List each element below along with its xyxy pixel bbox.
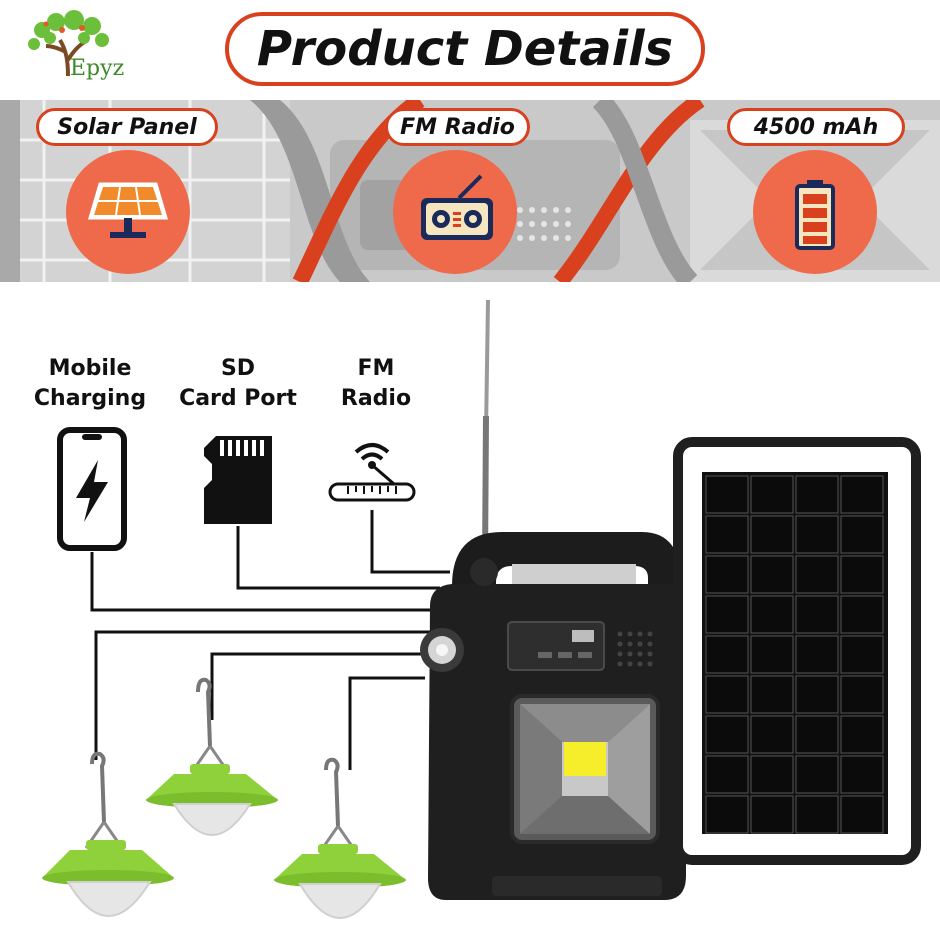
solar-panel-icon [87, 182, 169, 238]
hanging-lamp-right [274, 757, 406, 919]
solar-cell [750, 715, 794, 754]
smartphone-charging-icon [57, 427, 127, 551]
solar-cell [705, 595, 749, 634]
banner-pill-fm-radio: FM Radio [385, 108, 530, 146]
solar-cell [795, 675, 839, 714]
feature-label-line: Card Port [179, 386, 297, 411]
solar-cell [840, 595, 884, 634]
solar-cell [840, 675, 884, 714]
solar-cell [795, 795, 839, 834]
solar-cell [705, 635, 749, 674]
solar-cell [750, 635, 794, 674]
solar-cell [795, 755, 839, 794]
banner-pill-solar-panel: Solar Panel [36, 108, 218, 146]
solar-cell [705, 515, 749, 554]
feature-label-line: Charging [33, 386, 147, 411]
solar-cell [840, 755, 884, 794]
radio-icon [421, 174, 493, 240]
solar-cell [795, 635, 839, 674]
solar-cell [750, 795, 794, 834]
solar-cell [795, 555, 839, 594]
solar-cell [705, 555, 749, 594]
solar-panel-device [673, 437, 921, 865]
solar-cell [750, 595, 794, 634]
solar-cell [705, 795, 749, 834]
brand-name: Epyz [70, 56, 125, 81]
feature-label-line: Mobile [48, 356, 132, 381]
solar-cell [840, 795, 884, 834]
page-title: Product Details [256, 21, 674, 77]
solar-cell [795, 595, 839, 634]
fm-antenna-icon [328, 443, 416, 502]
battery-icon [795, 180, 835, 250]
solar-cell [795, 475, 839, 514]
feature-label-line: FM [357, 356, 395, 381]
feature-label-line: SD [220, 356, 256, 381]
banner-pill-battery: 4500 mAh [727, 108, 905, 146]
solar-cell [705, 675, 749, 714]
solar-cell [750, 675, 794, 714]
feature-label-fm-radio: FM Radio [316, 354, 436, 414]
solar-cell [840, 715, 884, 754]
feature-label-sd-card-port: SD Card Port [168, 354, 308, 414]
solar-cell [750, 755, 794, 794]
solar-cell [750, 515, 794, 554]
solar-cell [705, 715, 749, 754]
sd-card-icon [204, 436, 272, 524]
solar-cell [840, 475, 884, 514]
hanging-lamp-left [42, 751, 174, 917]
solar-cell [750, 555, 794, 594]
tree-logo-icon [28, 10, 109, 77]
power-unit-device [420, 299, 686, 900]
solar-cell [840, 635, 884, 674]
solar-cell [750, 475, 794, 514]
solar-cell [795, 715, 839, 754]
feature-label-line: Radio [340, 386, 412, 411]
solar-cell [705, 755, 749, 794]
feature-label-mobile-charging: Mobile Charging [20, 354, 160, 414]
solar-cell [795, 515, 839, 554]
solar-cell [840, 515, 884, 554]
hanging-lamp-middle [146, 677, 278, 836]
solar-cell [840, 555, 884, 594]
solar-cell [705, 475, 749, 514]
page-title-pill: Product Details [225, 12, 705, 86]
solar-cell-grid [705, 475, 884, 834]
